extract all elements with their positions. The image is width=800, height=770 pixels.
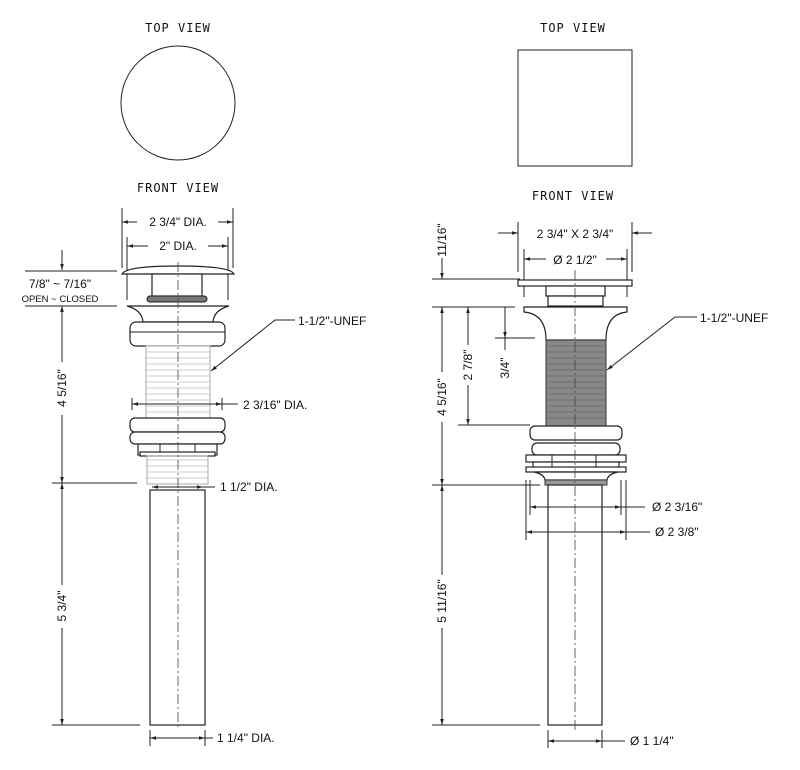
front-view-label: FRONT VIEW bbox=[532, 189, 614, 203]
svg-text:2 3/16" DIA.: 2 3/16" DIA. bbox=[243, 398, 307, 412]
svg-text:2 7/8": 2 7/8" bbox=[461, 350, 475, 381]
dim-inner-dia: 2" DIA. bbox=[126, 237, 229, 300]
dim-washer-dia: Ø 2 3/8" bbox=[525, 480, 699, 540]
round-drain-body bbox=[121, 262, 235, 730]
svg-text:4 5/16": 4 5/16" bbox=[55, 369, 69, 407]
svg-text:2" DIA.: 2" DIA. bbox=[159, 239, 197, 253]
square-top-view bbox=[517, 49, 633, 167]
svg-text:Ø 2 3/16": Ø 2 3/16" bbox=[652, 500, 702, 514]
svg-text:1-1/2"-UNEF: 1-1/2"-UNEF bbox=[298, 314, 366, 328]
top-view-label: TOP VIEW bbox=[540, 21, 606, 35]
svg-text:2 3/4" DIA.: 2 3/4" DIA. bbox=[149, 215, 207, 229]
top-view-label: TOP VIEW bbox=[145, 21, 211, 35]
round-drain-drawing: TOP VIEW FRONT VIEW 2 3/4" DIA. 2" DIA. bbox=[22, 21, 366, 746]
dim-tail-length: 5 3/4" bbox=[52, 483, 140, 726]
dim-open-closed: 7/8" ~ 7/16" OPEN ~ CLOSED bbox=[22, 250, 117, 307]
svg-text:Ø 2 3/8": Ø 2 3/8" bbox=[655, 525, 699, 539]
svg-text:1-1/2"-UNEF: 1-1/2"-UNEF bbox=[700, 311, 768, 325]
svg-text:11/16": 11/16" bbox=[435, 223, 449, 256]
dim-body-height: 4 5/16" bbox=[52, 306, 137, 484]
svg-text:4 5/16": 4 5/16" bbox=[435, 378, 449, 416]
thread-callout: 1-1/2"-UNEF bbox=[210, 314, 366, 372]
svg-text:1 1/4" DIA.: 1 1/4" DIA. bbox=[217, 731, 275, 745]
dim-cap-dia: 2 3/4" DIA. bbox=[121, 208, 234, 268]
svg-text:Ø 1 1/4": Ø 1 1/4" bbox=[630, 734, 674, 748]
svg-text:1 1/2" DIA.: 1 1/2" DIA. bbox=[220, 480, 278, 494]
dim-thread-dia: 1 1/2" DIA. bbox=[152, 480, 278, 494]
svg-text:5 3/4": 5 3/4" bbox=[55, 591, 69, 622]
dim-nut-dia: 2 3/16" DIA. bbox=[131, 398, 307, 412]
svg-text:Ø 2 1/2": Ø 2 1/2" bbox=[553, 253, 597, 267]
dim-tail-dia: 1 1/4" DIA. bbox=[149, 730, 275, 746]
svg-text:5 11/16": 5 11/16" bbox=[435, 579, 449, 622]
svg-text:OPEN ~ CLOSED: OPEN ~ CLOSED bbox=[22, 294, 99, 305]
dim-cap-size: 2 3/4" X 2 3/4" bbox=[498, 222, 652, 272]
svg-text:7/8" ~ 7/16": 7/8" ~ 7/16" bbox=[29, 277, 91, 291]
svg-text:2 3/4" X 2 3/4": 2 3/4" X 2 3/4" bbox=[537, 227, 614, 241]
dim-cap-height: 11/16" bbox=[432, 223, 520, 280]
square-drain-body bbox=[517, 270, 633, 730]
dim-thread-length: 2 7/8" bbox=[458, 307, 530, 426]
thread-callout: 1-1/2"-UNEF bbox=[606, 311, 768, 371]
dim-body-height: 4 5/16" bbox=[432, 306, 540, 486]
dim-nut-dia: Ø 2 3/16" bbox=[529, 480, 702, 515]
dim-inner-dia: Ø 2 1/2" bbox=[523, 249, 628, 297]
dim-flange-height: 3/4" bbox=[495, 307, 535, 378]
front-view-label: FRONT VIEW bbox=[137, 181, 219, 195]
square-drain-drawing: TOP VIEW FRONT VIEW 2 3/4" X 2 3/4" Ø 2 … bbox=[432, 21, 768, 748]
svg-text:3/4": 3/4" bbox=[498, 358, 512, 379]
dim-tail-dia: Ø 1 1/4" bbox=[547, 730, 674, 748]
thread-lines bbox=[546, 345, 606, 419]
round-top-view bbox=[120, 45, 236, 161]
dim-tail-length: 5 11/16" bbox=[432, 485, 540, 726]
